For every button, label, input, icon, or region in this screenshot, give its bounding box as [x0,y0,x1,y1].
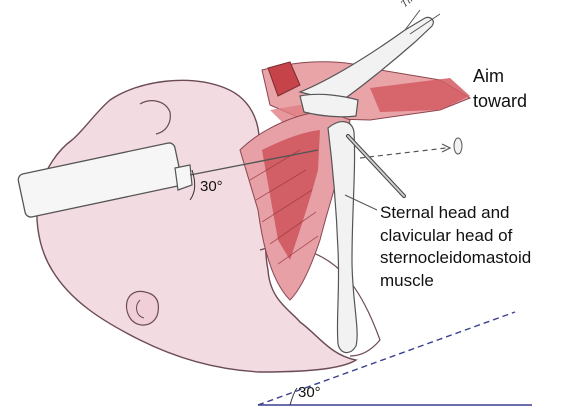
syringe-angle-label: 30° [200,178,223,195]
aim-label-line1: Aim [473,64,527,89]
muscle-label-line2: clavicular head of [380,225,531,248]
aim-toward-label: Aim toward [473,64,527,114]
retractor-rod [348,136,404,196]
muscle-label-line1: Sternal head and [380,202,531,225]
aim-direction [360,138,462,158]
aim-label-line2: toward [473,89,527,114]
sternocleidomastoid-label: Sternal head and clavicular head of ster… [380,202,531,292]
muscle-label-line4: muscle [380,270,531,293]
ground-angle-label: 30° [298,384,321,401]
muscle-label-line3: sternocleidomastoid [380,247,531,270]
